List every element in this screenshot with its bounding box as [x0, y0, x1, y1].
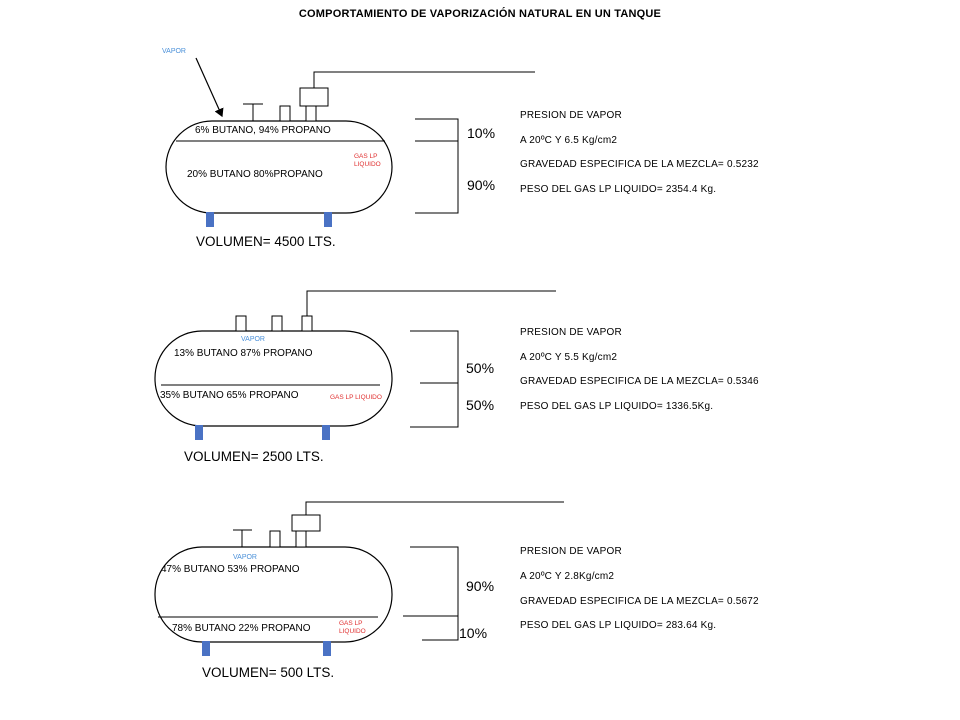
tank-3-vapor-percent: 90%	[466, 578, 495, 594]
tank-2-level-bracket	[410, 330, 459, 428]
tank-3-service-pipe	[305, 501, 564, 515]
tank-2	[154, 290, 556, 440]
tank-1-regulator	[299, 87, 329, 107]
tank-2-liquid-tag: GAS LP LIQUIDO	[330, 394, 382, 401]
tank-2-info-weight: PESO DEL GAS LP LIQUIDO= 1336.5Kg.	[520, 401, 714, 412]
tank-1-vapor-composition: 6% BUTANO, 94% PROPANO	[195, 125, 331, 136]
tank-2-liquid-percent: 50%	[466, 397, 495, 413]
tank-1-leg-right	[324, 212, 332, 227]
tank-3-info-weight: PESO DEL GAS LP LIQUIDO= 283.64 Kg.	[520, 620, 717, 631]
tank-1-service-pipe	[313, 71, 535, 88]
tank-3-vapor-composition: 47% BUTANO 53% PROPANO	[161, 564, 300, 575]
tank-3-leg-right	[323, 641, 331, 656]
tank-3-info-pressure: PRESION DE VAPOR	[520, 546, 622, 557]
tank-2-vapor-label: VAPOR	[241, 336, 265, 343]
tank-2-leg-left	[195, 425, 203, 440]
tank-2-body	[154, 330, 393, 427]
tank-2-volume: VOLUMEN= 2500 LTS.	[184, 449, 324, 464]
tank-1-liquid-percent: 90%	[467, 177, 496, 193]
tank-2-vapor-percent: 50%	[466, 360, 495, 376]
tank-1-liquid-composition: 20% BUTANO 80%PROPANO	[187, 169, 323, 180]
tank-1-liquid-tag: GAS LP LIQUIDO	[354, 153, 381, 168]
tank-2-info-gravity: GRAVEDAD ESPECIFICA DE LA MEZCLA= 0.5346	[520, 376, 759, 387]
tank-1-info-condition: A 20ºC Y 6.5 Kg/cm2	[520, 135, 618, 146]
tank-1	[165, 57, 535, 227]
tank-1-volume: VOLUMEN= 4500 LTS.	[196, 234, 336, 249]
tank-3-leg-left	[202, 641, 210, 656]
tank-3-regulator	[291, 514, 321, 532]
tank-3-vapor-label: VAPOR	[233, 554, 257, 561]
tank-1-body	[165, 120, 393, 214]
tank-2-service-pipe	[306, 290, 556, 316]
tank-3-info-gravity: GRAVEDAD ESPECIFICA DE LA MEZCLA= 0.5672	[520, 596, 759, 607]
page-title: COMPORTAMIENTO DE VAPORIZACIÓN NATURAL E…	[298, 8, 662, 20]
tank-1-level-bracket	[415, 118, 459, 214]
tank-1-info-gravity: GRAVEDAD ESPECIFICA DE LA MEZCLA= 0.5232	[520, 159, 759, 170]
tank-3-liquid-composition: 78% BUTANO 22% PROPANO	[172, 623, 311, 634]
tank-1-leg-left	[206, 212, 214, 227]
tank-3-liquid-tag: GAS LP LIQUIDO	[339, 620, 366, 635]
tank-3-volume: VOLUMEN= 500 LTS.	[202, 665, 335, 680]
tank-1-vapor-arrow	[195, 57, 224, 118]
tank-1-info-weight: PESO DEL GAS LP LIQUIDO= 2354.4 Kg.	[520, 184, 717, 195]
tank-2-info-pressure: PRESION DE VAPOR	[520, 327, 622, 338]
tank-3	[154, 501, 564, 656]
tank-2-vapor-composition: 13% BUTANO 87% PROPANO	[174, 348, 313, 359]
tank-1-info-pressure: PRESION DE VAPOR	[520, 110, 622, 121]
tank-1-vapor-percent: 10%	[467, 125, 496, 141]
tank-3-info-condition: A 20ºC Y 2.8Kg/cm2	[520, 571, 615, 582]
tank-2-info-condition: A 20ºC Y 5.5 Kg/cm2	[520, 352, 618, 363]
tank-2-liquid-composition: 35% BUTANO 65% PROPANO	[160, 390, 299, 401]
tank-2-leg-right	[322, 425, 330, 440]
tank-3-level-bracket	[410, 546, 459, 641]
tank-1-vapor-label: VAPOR	[162, 48, 186, 55]
tank-3-liquid-percent: 10%	[459, 625, 488, 641]
